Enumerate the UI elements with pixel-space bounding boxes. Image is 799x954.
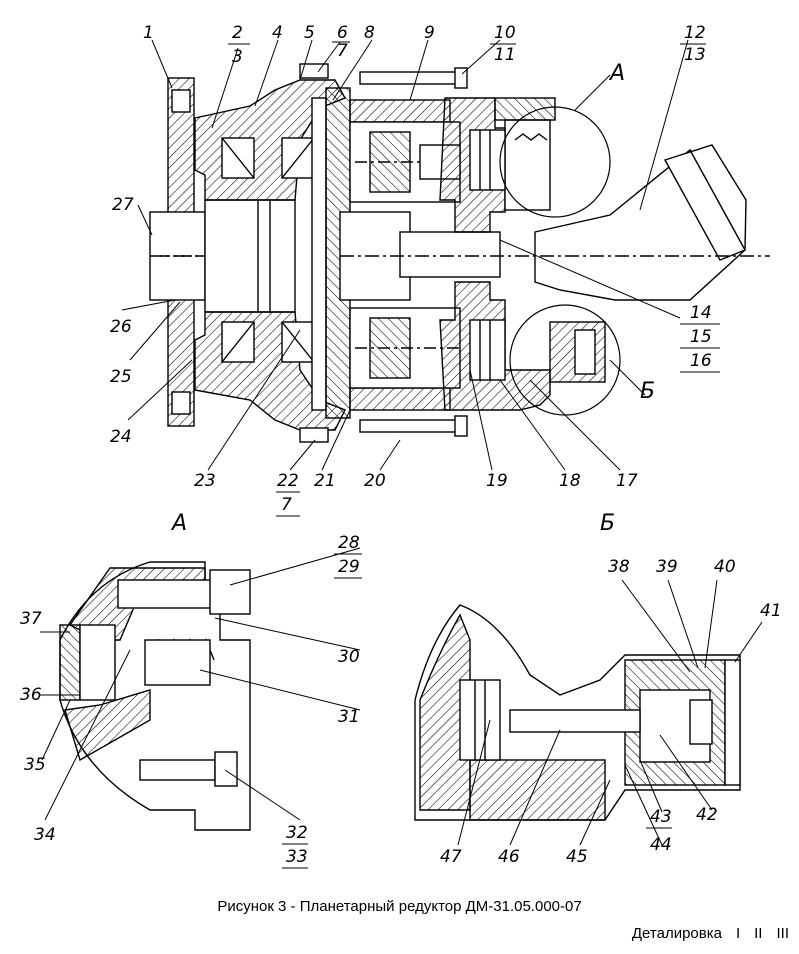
callout: 34 — [34, 825, 56, 845]
callout: 12 — [684, 23, 706, 43]
callout: 24 — [110, 427, 132, 447]
callout: 41 — [760, 601, 782, 621]
callout: 30 — [338, 647, 360, 667]
callout: 21 — [314, 471, 336, 491]
callout: 19 — [486, 471, 508, 491]
callout: 18 — [559, 471, 581, 491]
callout: 17 — [616, 471, 638, 491]
callout: 33 — [286, 847, 308, 867]
callout: 22 — [277, 471, 299, 491]
callout: 9 — [424, 23, 435, 43]
main-assembly — [149, 63, 770, 443]
view-a-detail — [59, 561, 251, 831]
figure-caption: Рисунок 3 - Планетарный редуктор ДМ-31.0… — [217, 898, 582, 915]
callout: 8 — [364, 23, 375, 43]
callout: 37 — [20, 609, 42, 629]
callout: 38 — [608, 557, 630, 577]
callout: 10 — [494, 23, 516, 43]
callout: 15 — [690, 327, 712, 347]
callout: 26 — [110, 317, 132, 337]
callout: 7 — [281, 495, 292, 515]
callout: 47 — [440, 847, 462, 867]
callout: 1 — [143, 23, 154, 43]
callout: 46 — [498, 847, 520, 867]
callout-numbers: 1 2 3 4 5 6 7 8 9 10 11 12 13 14 15 16 1… — [20, 23, 782, 867]
view-b-title: Б — [600, 511, 615, 536]
callout: 42 — [696, 805, 718, 825]
detail-navigation: Деталировка I II III — [632, 925, 789, 942]
leader-lines — [121, 39, 689, 471]
nav-item-3[interactable]: III — [776, 925, 789, 942]
callout: 29 — [338, 557, 360, 577]
callout: 23 — [194, 471, 216, 491]
callout: 3 — [232, 47, 243, 67]
callout: 14 — [690, 303, 712, 323]
callout-underlines — [228, 41, 720, 869]
view-a-title: А — [170, 511, 187, 536]
callout: 45 — [566, 847, 588, 867]
callout: 16 — [690, 351, 712, 371]
nav-item-2[interactable]: II — [754, 925, 763, 942]
nav-title: Деталировка — [631, 925, 722, 942]
view-a-marker: А — [608, 61, 625, 86]
view-b-detail — [414, 604, 741, 821]
view-b-leaders — [457, 579, 763, 846]
callout: 39 — [656, 557, 678, 577]
technical-drawing: А Б А Б 1 2 3 4 5 6 7 8 9 10 11 12 13 14… — [20, 23, 782, 869]
callout: 11 — [494, 45, 516, 65]
callout: 13 — [684, 45, 706, 65]
callout: 5 — [304, 23, 315, 43]
callout: 28 — [338, 533, 360, 553]
callout: 32 — [286, 823, 308, 843]
callout: 44 — [650, 835, 672, 855]
callout: 20 — [364, 471, 386, 491]
callout: 27 — [112, 195, 134, 215]
callout: 43 — [650, 807, 672, 827]
callout: 6 — [337, 23, 348, 43]
callout: 7 — [337, 41, 348, 61]
callout: 4 — [272, 23, 283, 43]
callout: 31 — [338, 707, 360, 727]
callout: 40 — [714, 557, 736, 577]
callout: 36 — [20, 685, 42, 705]
view-b-marker: Б — [640, 379, 655, 404]
callout: 35 — [24, 755, 46, 775]
callout: 2 — [232, 23, 243, 43]
nav-item-1[interactable]: I — [735, 925, 741, 942]
callout: 25 — [110, 367, 132, 387]
